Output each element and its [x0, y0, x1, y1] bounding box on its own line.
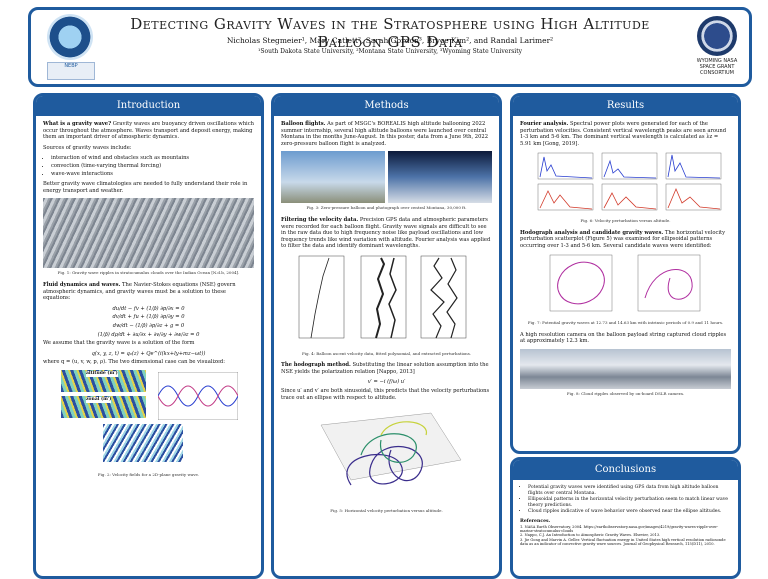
altitude-field-panel: altitude (m') [61, 369, 146, 392]
intro-p1-bold: What is a gravity wave? [43, 121, 112, 127]
methods-paragraph-4: Since u′ and v′ are both sinusoidal, thi… [281, 387, 490, 401]
spectral-power-plots [537, 153, 722, 211]
navier-stokes-equation: dv/dt + fu + (1/ρ̄) ∂p/∂y = 0 [112, 314, 185, 321]
list-item: convection (time-varying thermal forcing… [51, 163, 254, 170]
methods-p2-bold: Filtering the velocity data. [281, 216, 359, 223]
results-p2-text: The horizontal velocity perturbation sca… [520, 229, 726, 249]
balloon-launch-photo [281, 151, 385, 204]
navier-stokes-equation: (1/ρ̄) dρ/dt + ∂u/∂x + ∂v/∂y + ∂w/∂z = 0 [97, 331, 200, 338]
conclusions-list: Potential gravity waves were identified … [520, 485, 731, 515]
panel-label: altitude (m') [86, 370, 118, 378]
results-p1-bold: Fourier analysis. [520, 121, 569, 127]
fig7-caption: Fig. 7: Potential gravity waves at 12.73… [527, 319, 724, 325]
candidate-waves-hodographs [549, 255, 701, 312]
fig5-caption: Fig. 5: Horizontal velocity perturbation… [330, 507, 443, 513]
methods-p1-text: As part of MSGC's BOREALIS high altitude… [281, 121, 489, 147]
methods-paragraph-2: Filtering the velocity data. Precision G… [281, 217, 492, 250]
hodograph-3d-plot [320, 412, 462, 486]
results-paragraph-1: Fourier analysis. Spectral power plots w… [520, 121, 731, 147]
list-item: interaction of wind and obstacles such a… [51, 155, 254, 162]
list-item: Potential gravity waves were identified … [528, 485, 731, 496]
intro-paragraph-5: We assume that the gravity wave is a sol… [43, 340, 195, 347]
results-p1-text: Spectral power plots were generated for … [520, 121, 727, 147]
space-grant-logo: WYOMING NASA SPACE GRANT CONSORTIUM [696, 58, 738, 76]
intro-paragraph-3: Better gravity wave climatologies are ne… [43, 181, 248, 194]
polarization-equation: v′ = −i (f/ω) u′ [367, 379, 406, 386]
fig1-caption: Fig. 1: Gravity wave ripples in stratocu… [57, 270, 240, 276]
results-column: Results Fourier analysis. Spectral power… [510, 93, 741, 454]
introduction-column: Introduction What is a gravity wave? Gra… [33, 93, 264, 579]
results-heading: Results [513, 96, 738, 116]
methods-paragraph-3: The hodograph method. Substituting the l… [281, 362, 492, 375]
results-paragraph-3: A high resolution camera on the balloon … [520, 331, 727, 345]
list-item: wave-wave interactions [51, 171, 254, 178]
navier-stokes-equation: du/dt − fv + (1/ρ̄) ∂p/∂x = 0 [112, 305, 185, 312]
methods-p3-bold: The hodograph method. [281, 362, 351, 369]
reference-item: 1. NASA Earth Observatory, 2004. https:/… [520, 524, 719, 533]
intro-p4-bold: Fluid dynamics and waves. [43, 281, 121, 288]
velocity-field-figure: altitude (m') zonal (m') [43, 369, 254, 470]
fig6-caption: Fig. 6: Velocity perturbation versus alt… [580, 217, 671, 223]
conclusions-column: Conclusions Potential gravity waves were… [510, 457, 741, 579]
cloud-ripples-satellite-image [43, 198, 254, 269]
poster-title: Detecting Gravity Waves in the Stratosph… [130, 15, 650, 51]
fig3-caption: Fig. 3: Zero-pressure balloon and photog… [306, 205, 467, 211]
methods-column: Methods Balloon flights. As part of MSGC… [271, 93, 502, 579]
logo-left-text: NEBP [64, 63, 78, 69]
sources-list: interaction of wind and obstacles such a… [43, 155, 254, 177]
velocity-wave-plot [158, 371, 238, 420]
methods-p3-text: Substituting the linear solution assumpt… [281, 362, 489, 375]
zonal-field-panel: zonal (m') [61, 395, 146, 418]
wave-pattern-panel [103, 423, 183, 462]
methods-p1-bold: Balloon flights. [281, 121, 326, 127]
fig2-caption: Fig. 2: Velocity fields for a 2D-plane g… [97, 471, 200, 477]
balloon-photos [281, 151, 492, 204]
results-paragraph-2: Hodograph analysis and candidate gravity… [520, 230, 731, 250]
references-heading: References. [520, 518, 551, 524]
list-item: Ellipsoidal patterns in the horizontal v… [528, 497, 731, 508]
navier-stokes-equation: dw/dt − (1/ρ̄) ∂p/∂z + g = 0 [112, 322, 185, 329]
introduction-heading: Introduction [36, 96, 261, 116]
university-seal-logo [697, 16, 737, 56]
wave-solution-equation: q(x, y, z, t) = q₀(z) + Qe^(i(kx+ly+mz−ω… [91, 350, 206, 357]
poster-header: NEBP Detecting Gravity Waves in the Stra… [28, 7, 752, 87]
montana-logo: NEBP [47, 62, 95, 80]
intro-paragraph-6: where q = (u, v, w, p, ρ). The two dimen… [43, 359, 225, 366]
fig8-caption: Fig. 8: Cloud ripples observed by on-boa… [566, 390, 685, 396]
filtered-velocity-plots [298, 255, 467, 339]
results-p2-bold: Hodograph analysis and candidate gravity… [520, 229, 664, 236]
conclusions-heading: Conclusions [513, 460, 738, 480]
stratosphere-photo [388, 151, 492, 204]
reference-item: 2. Nappo, C.J. An Introduction to Atmosp… [520, 533, 661, 538]
panel-label: zonal (m') [86, 396, 112, 404]
intro-paragraph-1: What is a gravity wave? Gravity waves ar… [43, 121, 254, 141]
list-item: Cloud ripples indicative of wave behavio… [528, 509, 731, 515]
methods-paragraph-1: Balloon flights. As part of MSGC's BOREA… [281, 121, 492, 147]
intro-paragraph-4: Fluid dynamics and waves. The Navier-Sto… [43, 282, 254, 302]
methods-heading: Methods [274, 96, 499, 116]
methods-p2-text: Precision GPS data and atmospheric param… [281, 216, 491, 250]
intro-p1-text: Gravity waves are buoyancy driven oscill… [43, 121, 254, 141]
poster-authors: Nicholas Stegmeier¹, Mary Catlett², Sara… [226, 36, 554, 45]
fig4-caption: Fig. 4: Balloon ascent velocity data, fi… [301, 350, 472, 356]
reference-item: 3. Jie Gong and Marvin A. Geller. Vertic… [520, 537, 726, 547]
intro-paragraph-2: Sources of gravity waves include: [43, 144, 132, 151]
poster-affiliations: ¹South Dakota State University, ²Montana… [257, 48, 522, 55]
cloud-ripples-photo [520, 348, 731, 389]
intro-p4-text: The Navier-Stokes equations (NSE) govern… [43, 281, 236, 302]
references-list: 1. NASA Earth Observatory, 2004. https:/… [520, 525, 731, 547]
nebp-logo [47, 14, 93, 60]
